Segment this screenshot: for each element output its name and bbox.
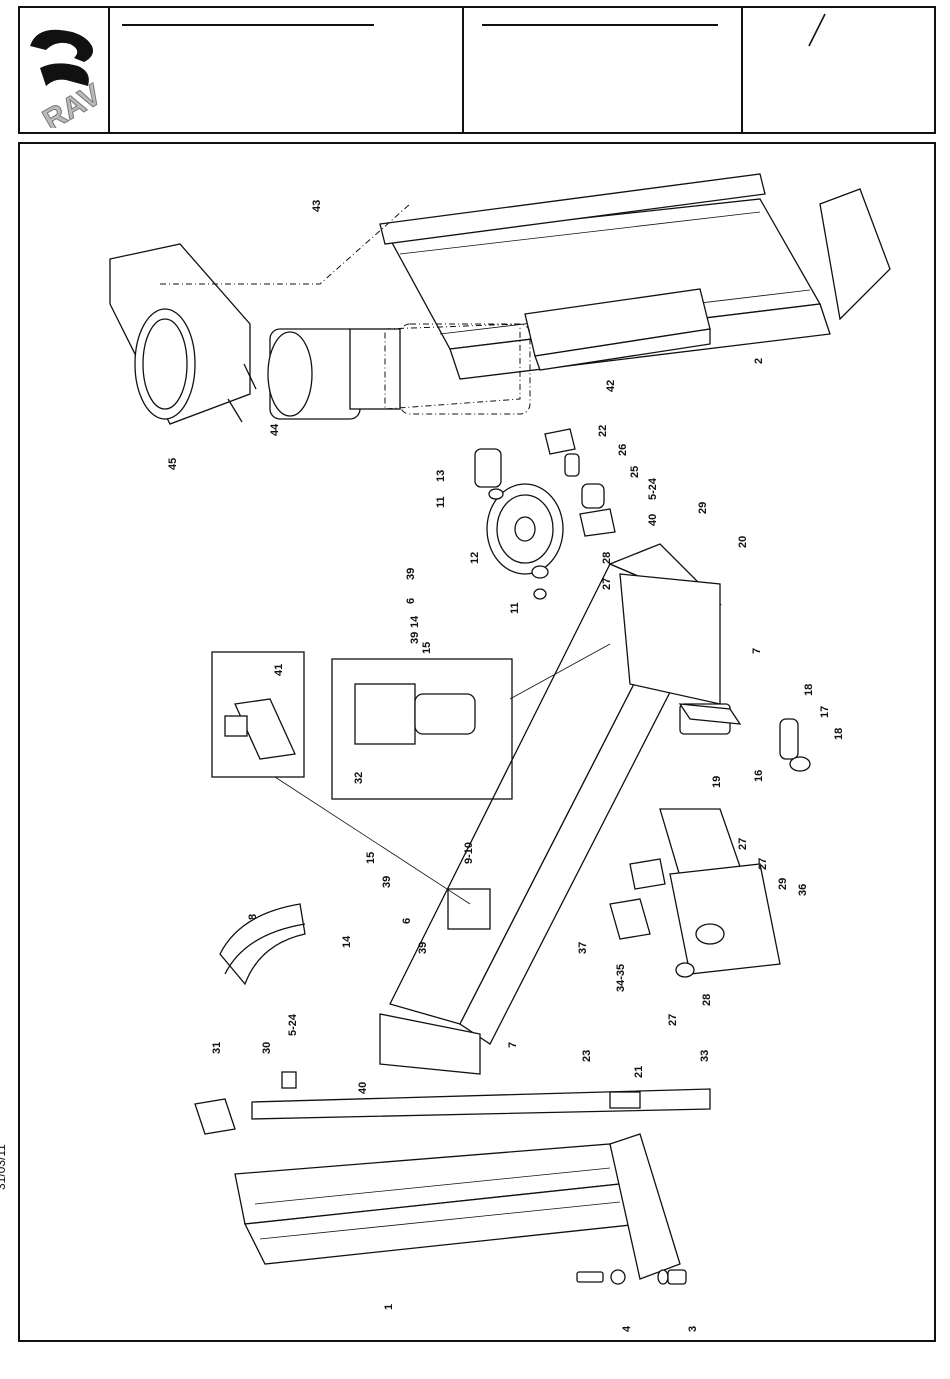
logo-cell: RAV — [20, 8, 110, 132]
label-37: 37 — [577, 942, 589, 954]
label-9-10: 9-10 — [463, 842, 475, 864]
sheet-cell — [741, 8, 934, 132]
label-31: 31 — [211, 1042, 223, 1054]
label-6a: 6 — [405, 598, 417, 604]
label-11a: 11 — [435, 496, 447, 508]
part-fasteners-3-4 — [577, 1270, 686, 1284]
label-43: 43 — [311, 200, 323, 212]
label-27c: 27 — [757, 858, 769, 870]
revision-slash — [801, 10, 841, 50]
label-28a: 28 — [601, 552, 613, 564]
label-15b: 15 — [365, 852, 377, 864]
label-39d: 39 — [417, 942, 429, 954]
label-14a: 14 — [409, 615, 421, 628]
label-12: 12 — [469, 552, 481, 564]
label-5-24a: 5-24 — [647, 477, 659, 500]
label-1: 1 — [383, 1304, 395, 1310]
label-27b: 27 — [737, 838, 749, 850]
exploded-diagram: 43 2 42 45 44 22 26 25 5-24 13 11 12 39 … — [20, 144, 934, 1340]
label-22: 22 — [597, 425, 609, 437]
label-19: 19 — [711, 776, 723, 788]
label-34-35: 34-35 — [615, 964, 627, 992]
part-axle-17 — [680, 704, 810, 771]
label-7a: 7 — [751, 648, 763, 654]
label-28b: 28 — [701, 994, 713, 1006]
label-40b: 40 — [357, 1082, 369, 1094]
label-41: 41 — [273, 664, 285, 676]
label-7b: 7 — [507, 1042, 519, 1048]
label-29a: 29 — [697, 502, 709, 514]
label-8: 8 — [247, 914, 259, 920]
label-39a: 39 — [405, 568, 417, 580]
label-6b: 6 — [401, 918, 413, 924]
drawing-date: 31/03/11 — [0, 1144, 8, 1190]
label-15a: 15 — [421, 642, 433, 654]
label-42: 42 — [605, 380, 617, 392]
label-45: 45 — [167, 458, 179, 470]
label-44: 44 — [269, 423, 281, 436]
label-32: 32 — [353, 772, 365, 784]
label-5-24b: 5-24 — [287, 1013, 299, 1036]
label-36: 36 — [797, 884, 809, 896]
label-21: 21 — [633, 1066, 645, 1078]
label-40a: 40 — [647, 514, 659, 526]
label-18b: 18 — [833, 728, 845, 740]
part-lower-carriage — [610, 809, 780, 977]
label-25: 25 — [629, 466, 641, 478]
part-column-lower — [235, 1134, 680, 1279]
label-17: 17 — [819, 706, 831, 718]
part-pulley — [475, 449, 563, 599]
label-16: 16 — [753, 770, 765, 782]
logo-lettering: RAV — [37, 78, 102, 128]
label-2: 2 — [753, 358, 765, 364]
label-3: 3 — [687, 1326, 699, 1332]
exploded-diagram-frame: 43 2 42 45 44 22 26 25 5-24 13 11 12 39 … — [18, 142, 936, 1342]
label-27d: 27 — [667, 1014, 679, 1026]
title-block: RAV — [18, 6, 936, 134]
label-29b: 29 — [777, 878, 789, 890]
label-33: 33 — [699, 1050, 711, 1062]
label-14b: 14 — [341, 935, 353, 948]
label-4: 4 — [621, 1325, 633, 1332]
part-rack — [252, 1089, 710, 1119]
code-cell — [462, 8, 743, 132]
label-26: 26 — [617, 444, 629, 456]
label-13: 13 — [435, 470, 447, 482]
label-23: 23 — [581, 1050, 593, 1062]
title-cell — [108, 8, 464, 132]
part-pad-8 — [220, 904, 305, 984]
label-18a: 18 — [803, 684, 815, 696]
label-27a: 27 — [601, 578, 613, 590]
label-39c: 39 — [381, 876, 393, 888]
label-11b: 11 — [509, 602, 521, 614]
label-20: 20 — [737, 536, 749, 548]
label-30: 30 — [261, 1042, 273, 1054]
rav-logo: RAV — [26, 16, 102, 128]
label-39b: 39 — [409, 632, 421, 644]
